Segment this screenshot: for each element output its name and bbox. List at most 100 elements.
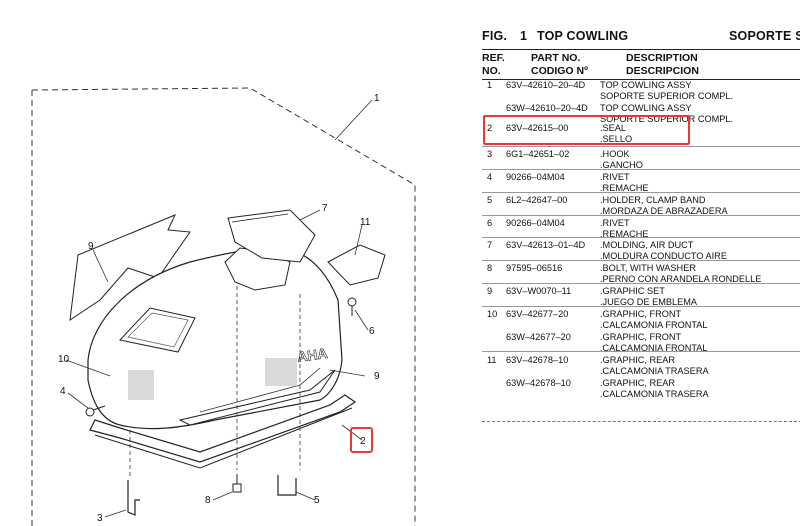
table-row: 8 97595–06516 .BOLT, WITH WASHER.PERNO CON… (482, 263, 800, 286)
callout-2-highlight (350, 427, 373, 453)
descripcion-cell: .MORDAZA DE ABRAZADERA (600, 206, 728, 216)
col-ref-label: REF. (482, 52, 505, 64)
ref-cell: 1 (487, 80, 493, 90)
table-row: 11 63V–42678–10 .GRAPHIC, REAR.CALCAMONIA … (482, 355, 800, 378)
descripcion-cell: .REMACHE (600, 229, 649, 239)
graphic-rear-right (327, 244, 386, 286)
part-number-cell: 63V–42678–10 (506, 355, 569, 365)
part-number-cell: 63V–42613–01–4D (506, 240, 586, 250)
descripcion-cell: .REMACHE (600, 183, 649, 193)
col-descripcion-label: DESCRIPCION (626, 65, 699, 77)
description-cell: TOP COWLING ASSY (600, 80, 692, 90)
rivet-4 (85, 405, 106, 417)
part-number-cell: 63V–42615–00 (506, 123, 569, 133)
blurred-logo-left (128, 370, 154, 400)
table-row: 63W–42677–20.GRAPHIC, FRONT.CALCAMONIA F… (482, 332, 800, 355)
part-number-cell: 63V–42677–20 (506, 309, 569, 319)
descripcion-cell: SOPORTE SUPERIOR COMPL. (600, 91, 734, 101)
description-cell: .GRAPHIC, REAR (600, 378, 676, 388)
part-number-cell: 63V–W0070–11 (506, 286, 572, 296)
description-cell: .SEAL (600, 123, 627, 133)
description-cell: .RIVET (600, 172, 630, 182)
ref-cell: 8 (487, 263, 493, 273)
table-row: 4 90266–04M04 .RIVET.REMACHE (482, 172, 800, 195)
ref-cell: 5 (487, 195, 493, 205)
ref-cell: 2 (487, 123, 493, 133)
callout-6: 6 (369, 326, 375, 337)
descripcion-cell: .PERNO CON ARANDELA RONDELLE (600, 274, 762, 284)
descripcion-cell: .CALCAMONIA TRASERA (600, 389, 709, 399)
row-separator (482, 146, 800, 147)
row-separator (482, 260, 800, 261)
figure-number: 1 (520, 29, 528, 43)
table-row: 9 63V–W0070–11 .GRAPHIC SET.JUEGO DE EMBLE… (482, 286, 800, 309)
part-number-cell: 90266–04M04 (506, 218, 565, 228)
descripcion-cell: .CALCAMONIA FRONTAL (600, 320, 708, 330)
figure-title-es: SOPORTE SUPERIOR COMPL. (729, 29, 800, 43)
bolt-8 (232, 474, 242, 493)
side-stripe (178, 369, 336, 426)
callout-9-right: 9 (374, 371, 380, 382)
descripcion-cell: .MOLDURA CONDUCTO AIRE (600, 251, 727, 261)
description-cell: .GRAPHIC, FRONT (600, 332, 682, 342)
part-number-cell: 90266–04M04 (506, 172, 565, 182)
callout-8: 8 (205, 495, 211, 506)
assembly-outline (31, 87, 416, 526)
callout-9-left: 9 (88, 241, 94, 252)
ref-cell: 4 (487, 172, 493, 182)
figure-label: FIG. (482, 29, 508, 43)
descripcion-cell: SOPORTE SUPERIOR COMPL. (600, 114, 734, 124)
descripcion-cell: .CALCAMONIA FRONTAL (600, 343, 708, 353)
part-number-cell: 6G1–42651–02 (506, 149, 570, 159)
description-cell: TOP COWLING ASSY (600, 103, 692, 113)
col-description-label: DESCRIPTION (626, 52, 698, 64)
column-headers: REF. NO. PART NO. CODIGO Nº DESCRIPTION … (482, 52, 800, 80)
descripcion-cell: .JUEGO DE EMBLEMA (600, 297, 697, 307)
description-cell: .GRAPHIC SET (600, 286, 665, 296)
ref-cell: 7 (487, 240, 493, 250)
table-row: 7 63V–42613–01–4D .MOLDING, AIR DUCT.MOLDU… (482, 240, 800, 263)
blurred-logo-right (265, 358, 297, 386)
callout-10: 10 (58, 354, 70, 365)
description-cell: .GRAPHIC, REAR (600, 355, 676, 365)
descripcion-cell: .GANCHO (600, 160, 643, 170)
header-rule-bottom (482, 79, 800, 80)
part-number-cell: 63W–42678–10 (506, 378, 571, 388)
descripcion-cell: .CALCAMONIA TRASERA (600, 366, 709, 376)
part-number-cell: 97595–06516 (506, 263, 563, 273)
figure-header: FIG. 1 TOP COWLING SOPORTE SUPERIOR COMP… (482, 29, 800, 47)
part-number-cell: 63W–42610–20–4D (506, 103, 588, 113)
table-end-rule (482, 421, 800, 422)
description-cell: .BOLT, WITH WASHER (600, 263, 696, 273)
callout-1: 1 (374, 93, 380, 104)
seal-part (89, 394, 357, 463)
table-row: 63W–42678–10 .GRAPHIC, REAR.CALCAMONIA TR… (482, 378, 800, 401)
hook-3 (127, 480, 140, 516)
row-separator (482, 283, 800, 284)
logo-text: AHA (296, 345, 328, 365)
ref-cell: 9 (487, 286, 493, 296)
callout-3: 3 (97, 513, 103, 524)
descripcion-cell: .SELLO (600, 134, 633, 144)
part-number-cell: 63V–42610–20–4D (506, 80, 586, 90)
table-row: 2 63V–42615–00 .SEAL.SELLO (482, 123, 800, 146)
ref-cell: 10 (487, 309, 498, 319)
ref-cell: 11 (487, 355, 497, 365)
col-no-label: NO. (482, 65, 501, 77)
row-separator (482, 169, 800, 170)
ref-cell: 6 (487, 218, 493, 228)
row-separator (482, 306, 800, 307)
description-cell: .MOLDING, AIR DUCT (600, 240, 694, 250)
col-codigo-label: CODIGO Nº (531, 65, 588, 77)
part-number-cell: 6L2–42647–00 (506, 195, 568, 205)
callout-7: 7 (322, 203, 328, 214)
col-part-label: PART NO. (531, 52, 581, 64)
figure-title: TOP COWLING (537, 29, 629, 43)
